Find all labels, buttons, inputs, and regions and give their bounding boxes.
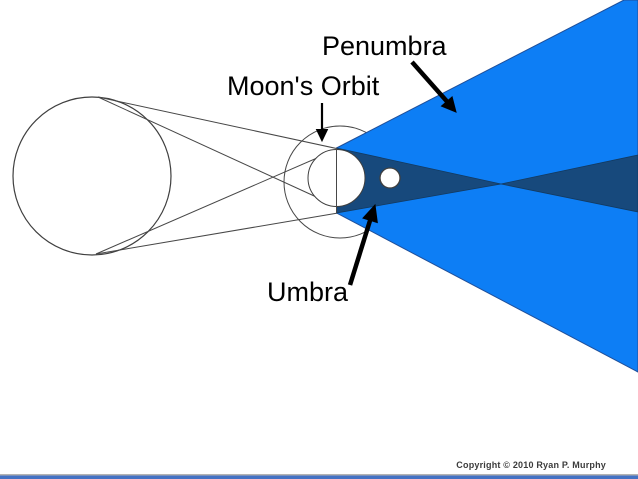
light-ray-top-internal <box>97 96 337 207</box>
sun-circle <box>12 96 172 256</box>
antumbra-region <box>500 154 638 213</box>
footer-divider-line <box>0 474 638 476</box>
umbra-arrow-icon <box>347 203 378 286</box>
footer-blue-bar <box>0 475 638 479</box>
moons-orbit-arrow-icon <box>315 103 329 143</box>
umbra-label: Umbra <box>267 277 349 307</box>
moon-circle <box>379 167 401 189</box>
moons-orbit-label: Moon's Orbit <box>227 71 380 101</box>
light-ray-bottom-external <box>95 212 339 255</box>
penumbra-arrow-icon <box>410 60 457 113</box>
copyright-text: Copyright © 2010 Ryan P. Murphy <box>456 460 606 470</box>
light-ray-bottom-internal <box>95 147 341 255</box>
penumbra-label: Penumbra <box>322 31 447 61</box>
